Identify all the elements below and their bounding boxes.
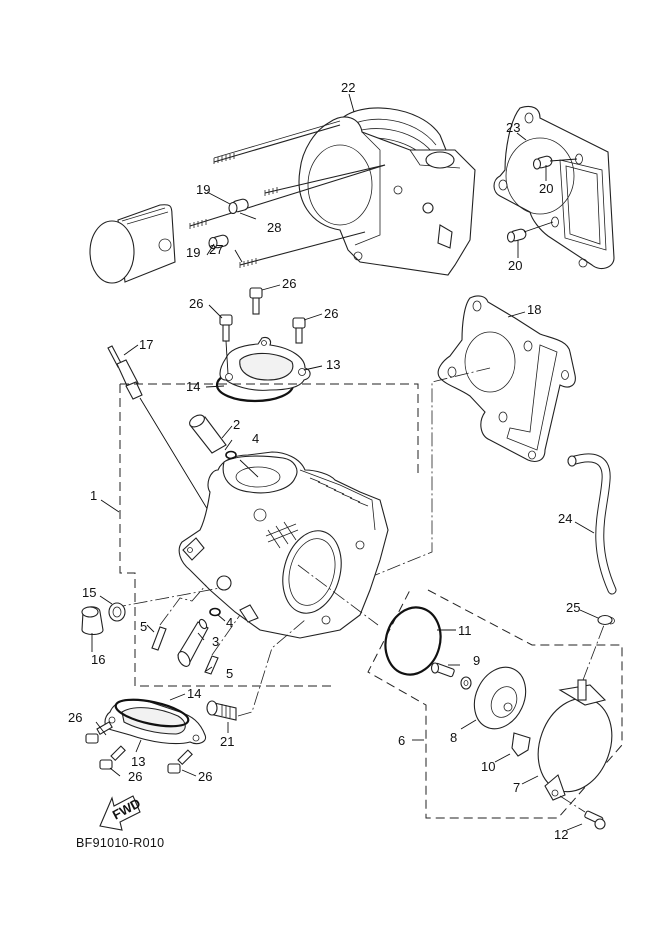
callout-14: 14 bbox=[186, 379, 200, 394]
bolt-26-a[interactable] bbox=[249, 287, 263, 315]
bolt-26-c[interactable] bbox=[292, 317, 306, 344]
plug-16[interactable] bbox=[81, 606, 104, 636]
callout-5: 5 bbox=[140, 619, 147, 634]
callout-10: 10 bbox=[481, 759, 495, 774]
callout-21: 21 bbox=[220, 734, 234, 749]
callout-26: 26 bbox=[282, 276, 296, 291]
bolt-26-e[interactable] bbox=[99, 745, 126, 770]
gasket-15[interactable] bbox=[108, 602, 126, 622]
callout-27: 27 bbox=[209, 242, 223, 257]
callout-8: 8 bbox=[450, 730, 457, 745]
stud-5-right[interactable] bbox=[204, 655, 219, 675]
cylinder-part[interactable] bbox=[189, 107, 476, 276]
spark-plug-part[interactable] bbox=[107, 345, 221, 531]
callout-20: 20 bbox=[508, 258, 522, 273]
assembly-1-boundary bbox=[119, 384, 335, 687]
callout-26: 26 bbox=[324, 306, 338, 321]
dowel-pin-19-upper[interactable] bbox=[228, 198, 249, 215]
callout-26: 26 bbox=[68, 710, 82, 725]
alignment-line bbox=[211, 614, 241, 656]
assembly-6-boundary bbox=[367, 589, 623, 819]
callout-19: 19 bbox=[186, 245, 200, 260]
damper-10[interactable] bbox=[511, 732, 531, 757]
valve-guide-3[interactable] bbox=[176, 618, 209, 668]
bolt-26-b[interactable] bbox=[219, 314, 233, 375]
callout-4: 4 bbox=[252, 431, 259, 446]
callout-1: 1 bbox=[90, 488, 97, 503]
piston-part[interactable] bbox=[89, 204, 176, 284]
alignment-line bbox=[159, 584, 207, 626]
callout-14: 14 bbox=[187, 686, 201, 701]
callout-15: 15 bbox=[82, 585, 96, 600]
o-ring-4-lower[interactable] bbox=[209, 607, 221, 617]
callout-26: 26 bbox=[198, 769, 212, 784]
callout-26: 26 bbox=[128, 769, 142, 784]
callout-6: 6 bbox=[398, 733, 405, 748]
joint-21[interactable] bbox=[206, 700, 237, 721]
callout-3: 3 bbox=[212, 634, 219, 649]
callout-13: 13 bbox=[326, 357, 340, 372]
callout-11: 11 bbox=[458, 623, 472, 638]
valve-guide-2[interactable] bbox=[188, 413, 227, 454]
alignment-line bbox=[237, 619, 306, 717]
callout-labels: 22 23 20 20 19 19 27 28 26 26 26 13 14 1… bbox=[68, 80, 580, 842]
o-ring-4-upper[interactable] bbox=[225, 450, 237, 460]
callout-23: 23 bbox=[506, 120, 520, 135]
bolt-26-d[interactable] bbox=[85, 721, 113, 744]
callout-24: 24 bbox=[558, 511, 572, 526]
drawing-code: BF91010-R010 bbox=[76, 836, 164, 850]
callout-5: 5 bbox=[226, 666, 233, 681]
callout-9: 9 bbox=[473, 653, 480, 668]
tappet-cover-top[interactable] bbox=[215, 336, 311, 403]
tappet-cover-bottom[interactable] bbox=[104, 695, 207, 745]
hose-part[interactable] bbox=[567, 453, 617, 595]
bolt-26-f[interactable] bbox=[167, 749, 193, 774]
callout-16: 16 bbox=[91, 652, 105, 667]
callout-4: 4 bbox=[226, 615, 233, 630]
callout-17: 17 bbox=[139, 337, 153, 352]
callout-13: 13 bbox=[131, 754, 145, 769]
callout-25: 25 bbox=[566, 600, 580, 615]
bolt-12[interactable] bbox=[584, 810, 606, 830]
alignment-line bbox=[559, 795, 586, 813]
leader-lines bbox=[91, 93, 599, 831]
clip-part[interactable] bbox=[597, 614, 615, 626]
callout-12: 12 bbox=[554, 827, 568, 842]
callout-22: 22 bbox=[341, 80, 355, 95]
bolt-washer-9[interactable] bbox=[430, 662, 472, 690]
cylinder-gasket-part[interactable] bbox=[493, 105, 615, 270]
callout-19: 19 bbox=[196, 182, 210, 197]
fwd-arrow-icon: FWD bbox=[99, 795, 143, 831]
stud-5-left[interactable] bbox=[151, 626, 167, 651]
cover-7[interactable] bbox=[526, 679, 625, 802]
callout-2: 2 bbox=[233, 417, 240, 432]
alignment-line bbox=[582, 624, 605, 681]
callout-20: 20 bbox=[539, 181, 553, 196]
cylinder-head-gasket-part[interactable] bbox=[437, 295, 576, 462]
callout-28: 28 bbox=[267, 220, 281, 235]
o-ring-11[interactable] bbox=[378, 601, 448, 681]
alignment-line bbox=[111, 587, 221, 609]
cylinder-head-part[interactable] bbox=[178, 451, 389, 639]
plate-8[interactable] bbox=[465, 659, 536, 737]
alignment-line bbox=[367, 367, 491, 579]
callout-7: 7 bbox=[513, 780, 520, 795]
dowel-pin-19-lower[interactable] bbox=[208, 234, 229, 250]
callout-18: 18 bbox=[527, 302, 541, 317]
assembly-1-boundary-top bbox=[120, 383, 419, 476]
callout-26: 26 bbox=[189, 296, 203, 311]
alignment-line bbox=[297, 564, 379, 626]
